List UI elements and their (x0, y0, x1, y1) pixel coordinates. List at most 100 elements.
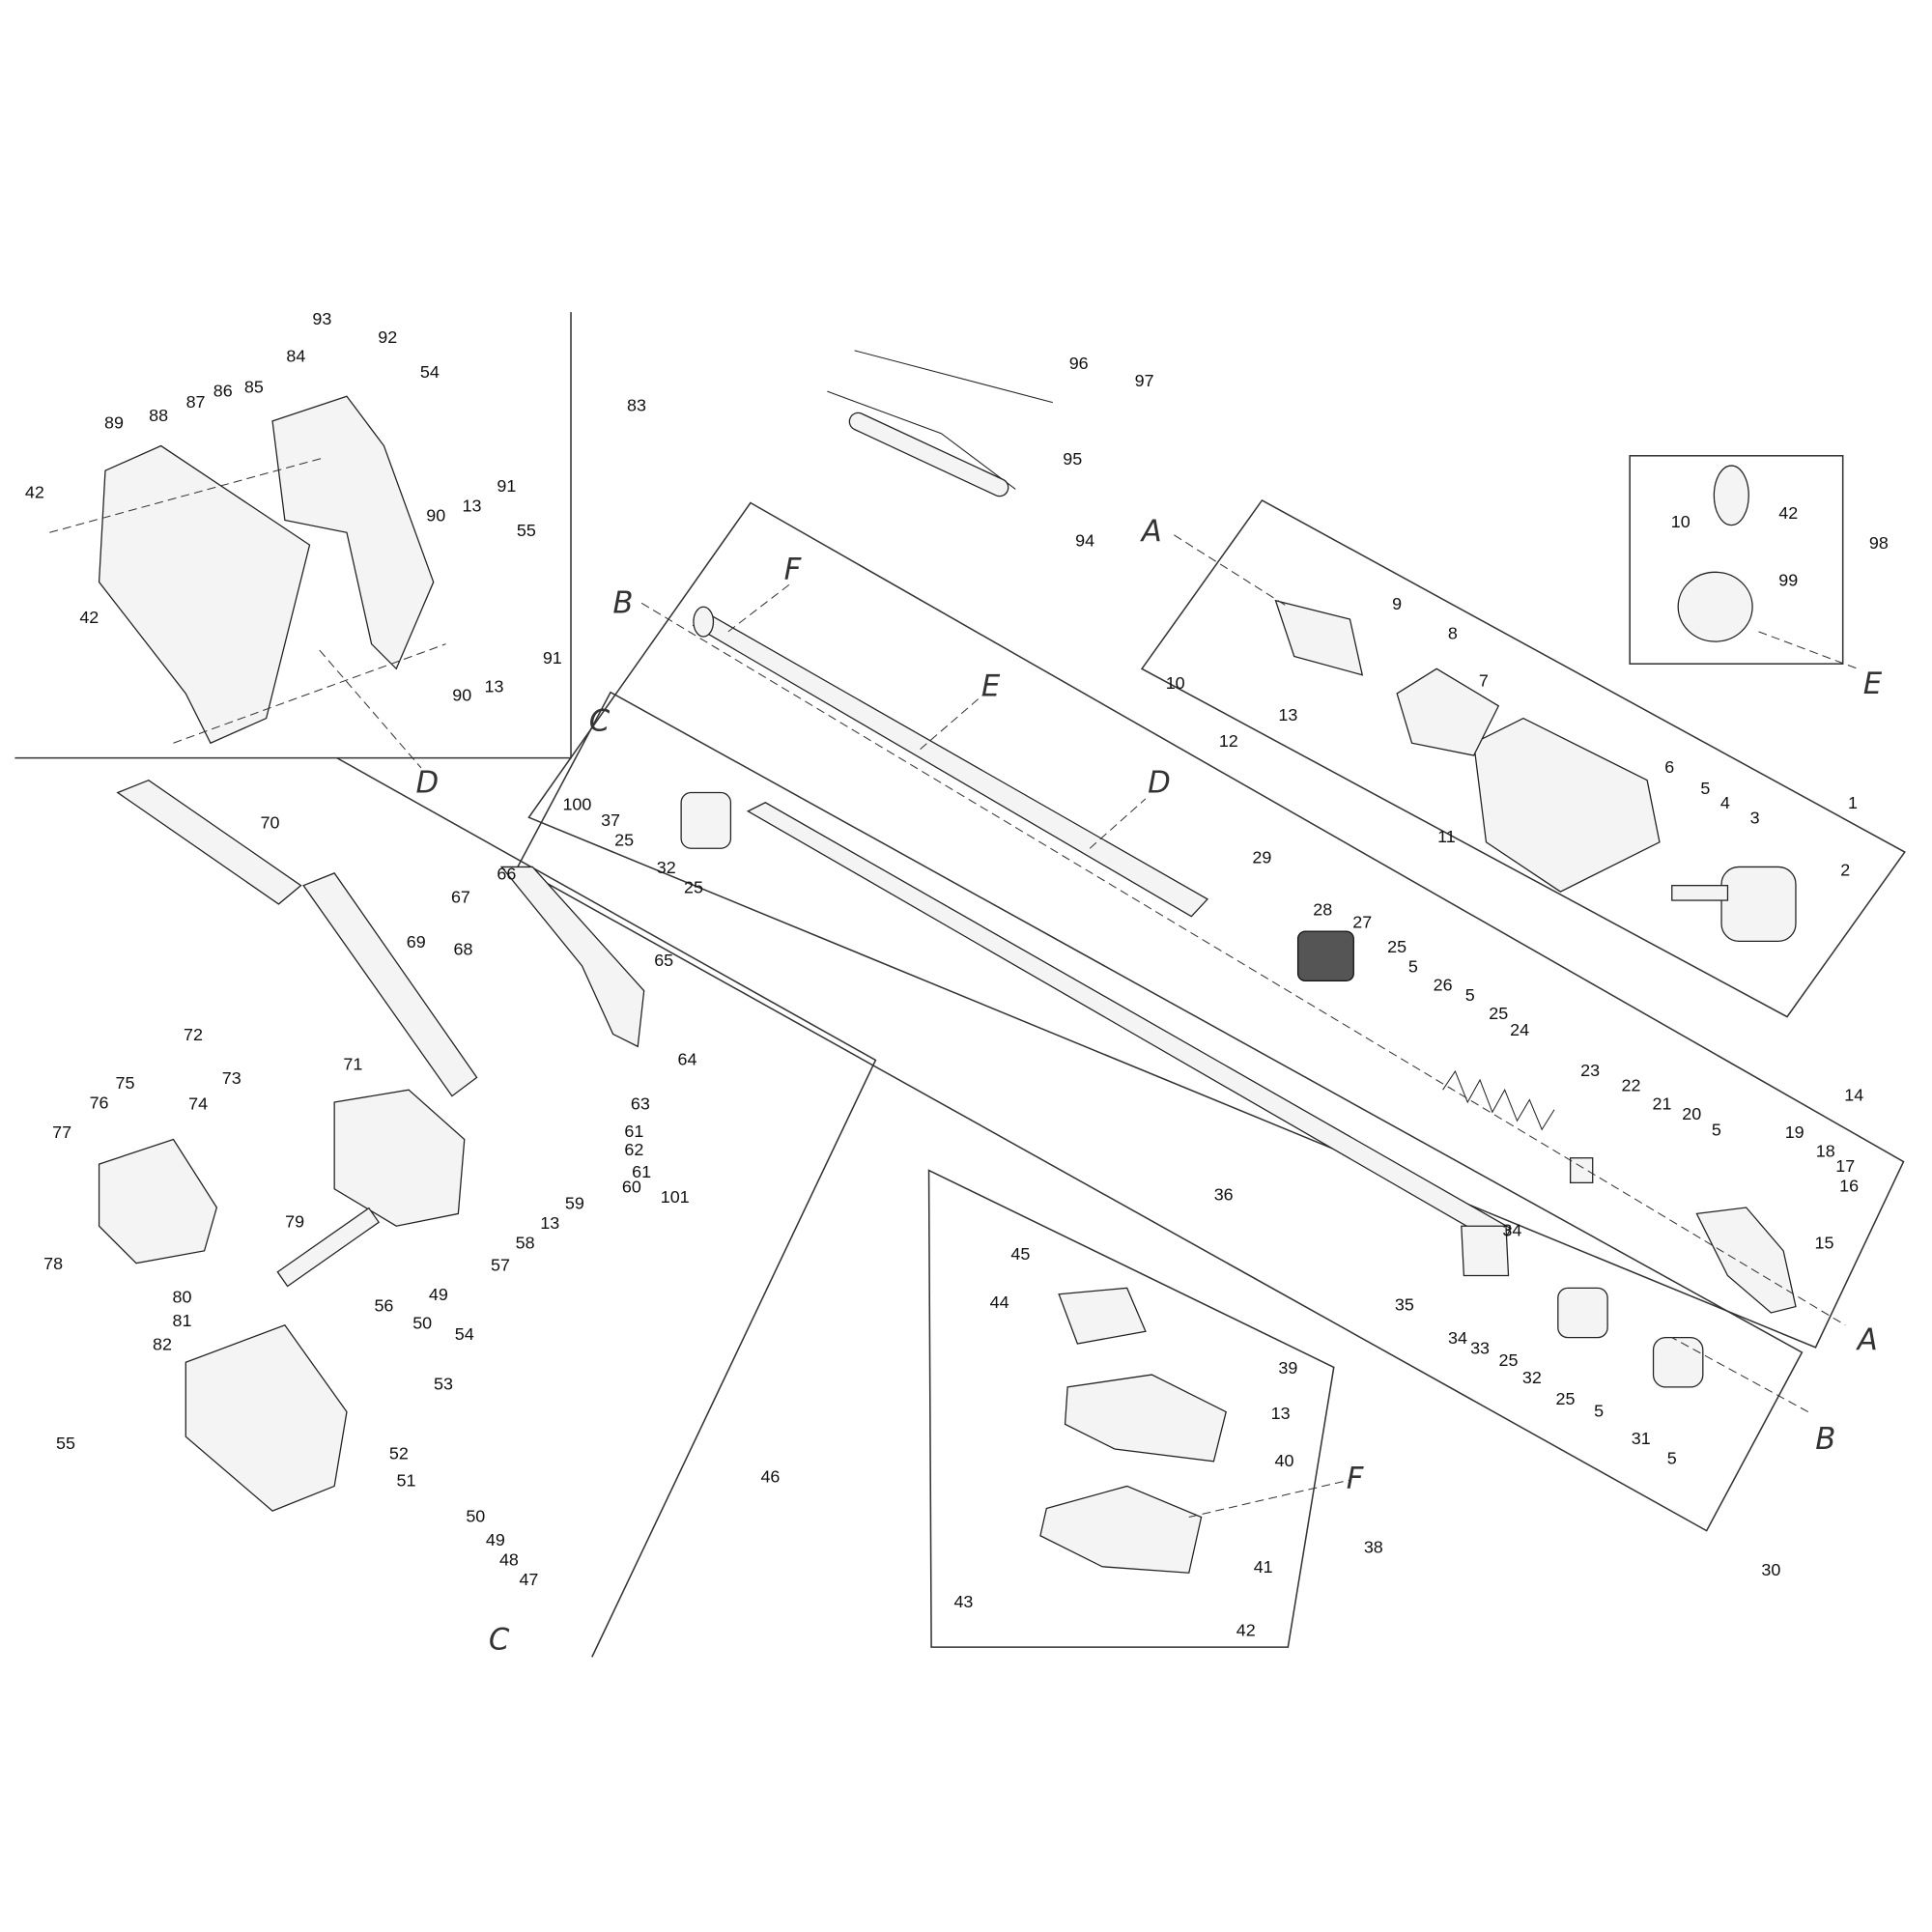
part-number-label: 25 (1387, 937, 1406, 956)
part-number-label: 21 (1653, 1094, 1672, 1114)
part-number-label: 26 (1434, 976, 1453, 995)
part-number-label: 53 (434, 1374, 453, 1393)
part-number-label: 20 (1682, 1104, 1701, 1123)
reference-letter: A (1140, 514, 1162, 549)
part-number-label: 34 (1502, 1220, 1521, 1239)
part-number-label: 25 (614, 831, 634, 850)
part-number-label: 90 (452, 686, 471, 705)
part-number-label: 72 (184, 1025, 203, 1044)
part-number-label: 13 (462, 496, 481, 515)
part-number-label: 80 (172, 1288, 191, 1307)
part-number-label: 12 (1219, 731, 1238, 751)
part-number-label: 88 (149, 406, 168, 425)
part-number-label: 75 (116, 1073, 135, 1093)
part-number-label: 25 (1499, 1350, 1519, 1370)
tube-29-end (693, 606, 715, 638)
cover-84 (271, 395, 435, 670)
part-number-label: 98 (1869, 533, 1889, 553)
part-number-label: 19 (1785, 1122, 1804, 1142)
reference-lines (49, 457, 1859, 1519)
part-number-label: 55 (56, 1434, 75, 1453)
part-number-label: 101 (661, 1187, 690, 1207)
part-number-label: 8 (1448, 624, 1458, 643)
part-number-label: 22 (1621, 1075, 1640, 1094)
part-number-label: 32 (1522, 1368, 1542, 1387)
clutch-housing-6 (1472, 717, 1661, 893)
part-number-label: 73 (222, 1068, 242, 1088)
oil-tank-77 (98, 1138, 218, 1264)
part-number-label: 70 (261, 813, 280, 833)
part-number-label: 65 (654, 951, 673, 970)
part-number-label: 49 (486, 1530, 505, 1549)
part-number-label: 52 (389, 1443, 409, 1463)
bracket-9 (1274, 599, 1364, 676)
part-number-label: 63 (631, 1094, 650, 1114)
box-30 (516, 691, 1804, 1532)
part-number-label: 66 (497, 864, 516, 883)
part-number-label: 59 (565, 1193, 584, 1212)
reference-letter: E (1863, 667, 1883, 701)
spring-27 (1296, 930, 1354, 982)
part-number-label: 9 (1392, 594, 1402, 613)
gear-head-52 (185, 1324, 348, 1512)
box-98 (1629, 455, 1844, 665)
part-number-label: 30 (1761, 1560, 1780, 1579)
part-number-label: 42 (1778, 503, 1798, 523)
reference-letter: F (784, 553, 803, 587)
part-number-label: 2 (1840, 860, 1850, 879)
part-number-label: 81 (172, 1311, 191, 1330)
housing-7 (1396, 668, 1500, 756)
shaft-2 (1671, 885, 1729, 901)
cover-89 (98, 444, 311, 745)
part-number-label: 14 (1844, 1086, 1863, 1105)
group-boxes (14, 312, 1906, 1658)
box-38 (927, 1169, 1335, 1648)
reference-letter: F (1347, 1462, 1365, 1496)
part-number-label: 17 (1835, 1156, 1855, 1176)
sleeve-23 (1570, 1157, 1594, 1184)
part-number-label: 57 (491, 1255, 510, 1274)
wire-96 (854, 350, 1053, 404)
reference-letter: D (1148, 766, 1171, 801)
housing-15 (1695, 1207, 1797, 1314)
part-number-label: 51 (397, 1470, 416, 1490)
part-number-label: 76 (90, 1093, 109, 1112)
part-number-label: 27 (1352, 912, 1372, 931)
part-number-label: 85 (244, 377, 264, 396)
part-number-label: 31 (1632, 1429, 1651, 1448)
parts (98, 350, 1797, 1574)
part-number-label: 100 (562, 794, 591, 813)
part-number-label: 61 (624, 1122, 643, 1141)
part-number-label: 55 (517, 521, 536, 540)
part-number-label: 42 (79, 608, 99, 627)
part-number-label: 13 (485, 677, 504, 696)
tube-36 (747, 802, 1512, 1247)
reference-letter: E (981, 669, 1001, 704)
part-number-label: 60 (622, 1178, 641, 1197)
part-number-label: 91 (543, 648, 562, 668)
part-number-label: 36 (1214, 1184, 1234, 1204)
part-number-label: 15 (1814, 1233, 1833, 1252)
part-number-label: 29 (1252, 848, 1271, 867)
reference-letter: C (589, 703, 611, 738)
part-number-label: 13 (540, 1213, 559, 1233)
part-number-label: 45 (1010, 1244, 1030, 1264)
part-number-label: 10 (1671, 512, 1690, 531)
shaft-sleeve-34 (1461, 1225, 1510, 1277)
part-number-label: 68 (454, 939, 473, 958)
tube-29 (692, 615, 1209, 918)
chain-bar-69 (302, 872, 478, 1097)
part-number-label: 82 (153, 1334, 172, 1353)
part-number-label: 18 (1816, 1141, 1835, 1160)
part-number-label: 5 (1594, 1402, 1604, 1421)
shaft-56 (276, 1207, 381, 1288)
part-number-label: 1 (1848, 793, 1858, 812)
coupler-31 (1652, 1336, 1704, 1388)
part-number-label: 87 (186, 392, 206, 412)
part-number-label: 56 (374, 1296, 393, 1316)
part-number-label: 24 (1510, 1020, 1529, 1039)
part-number-label: 48 (499, 1550, 519, 1570)
part-number-label: 71 (343, 1055, 362, 1074)
part-number-label: 93 (312, 309, 331, 328)
